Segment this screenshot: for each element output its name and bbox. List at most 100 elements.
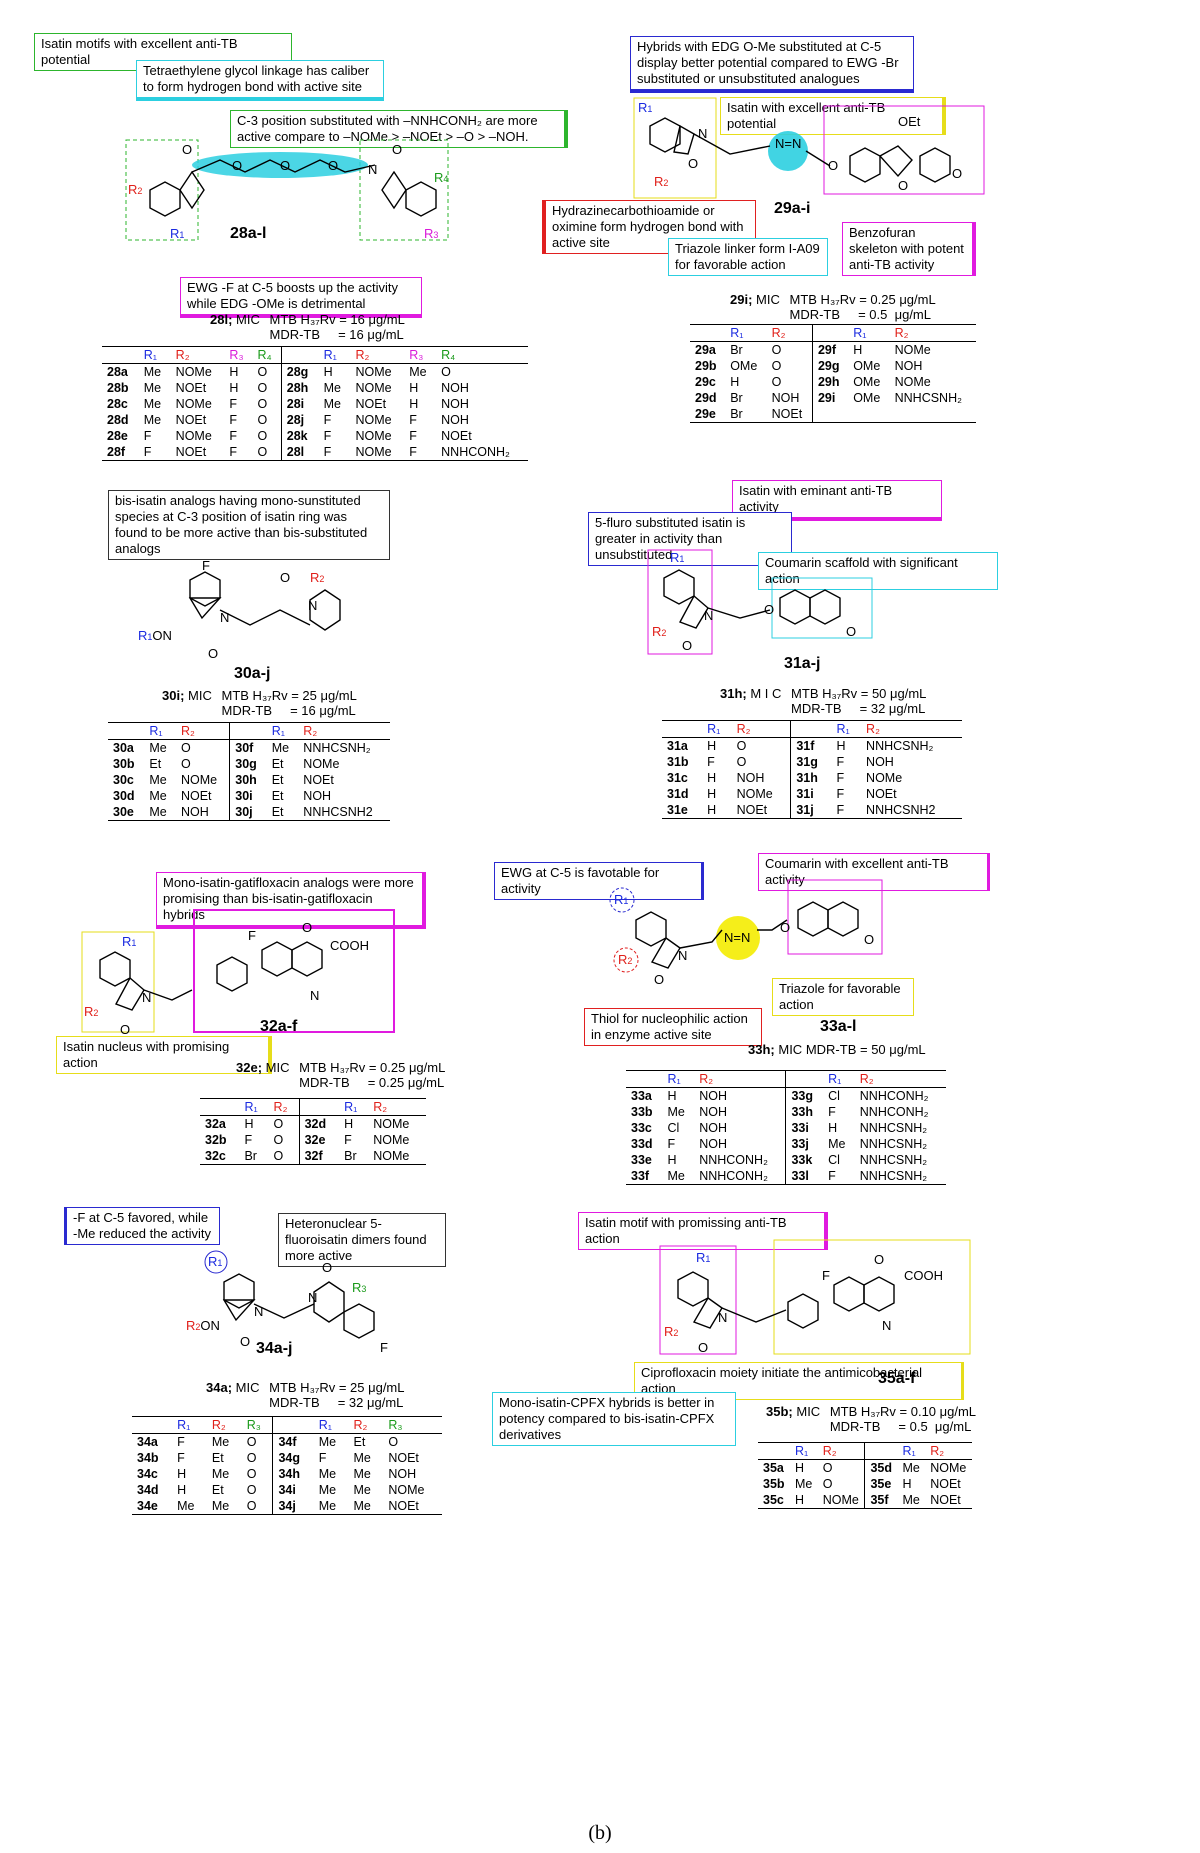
table-cell: Et	[271, 773, 284, 787]
table-cell: 28h	[280, 380, 319, 396]
table-cell: 35a	[763, 1461, 784, 1475]
compound-29-label: 29a-i	[774, 200, 811, 217]
table-cell: 31i	[790, 786, 832, 802]
svg-text:O: O	[208, 646, 218, 661]
table-cell: O	[241, 1498, 273, 1515]
svg-text:F: F	[248, 928, 256, 943]
table-cell: O	[246, 1467, 257, 1481]
svg-text:N: N	[254, 1304, 263, 1319]
table-cell: O	[771, 375, 782, 389]
note-29-edg: Hybrids with EDG O-Me substituted at C-5…	[630, 36, 914, 93]
mic-31-label: M I C	[750, 686, 782, 701]
table-header-cell: R₂	[861, 720, 962, 738]
table-cell: 30f	[229, 739, 267, 756]
table-cell: Me	[902, 1461, 920, 1475]
table-cell: NOMe	[817, 1492, 865, 1509]
table-cell: Me	[353, 1483, 371, 1497]
svg-text:OEt: OEt	[898, 114, 921, 129]
table-cell: 33b	[631, 1105, 653, 1119]
note-29-triazole: Triazole linker form I-A09 for favorable…	[668, 238, 828, 276]
note-28-ewg: EWG -F at C-5 boosts up the activity whi…	[180, 277, 422, 318]
table-cell: 28b	[107, 381, 129, 395]
table-cell: O	[180, 741, 191, 755]
table-cell: NOMe	[866, 771, 903, 785]
mic-30-compound: 30i;	[162, 688, 185, 703]
note-33-thiol: Thiol for nucleophilic action in enzyme …	[584, 1008, 762, 1046]
table-cell: 31h	[790, 770, 832, 786]
table-cell: NNHCSNH₂	[303, 741, 371, 755]
table-cell: NOH	[441, 381, 469, 395]
table-cell: F	[143, 429, 152, 443]
table-cell: H	[853, 343, 863, 357]
table-cell: F	[831, 802, 862, 819]
note-28-peg: Tetraethylene glycol linkage has caliber…	[136, 60, 384, 101]
table-cell: Et	[211, 1451, 224, 1465]
table-cell: Me	[667, 1105, 685, 1119]
table-cell: H	[344, 1117, 354, 1131]
table-cell: O	[180, 757, 191, 771]
table-cell: H	[229, 365, 239, 379]
table-cell: NOMe	[175, 429, 212, 443]
table-cell: Me	[143, 413, 162, 427]
svg-text:O: O	[682, 638, 692, 653]
table-cell: OMe	[853, 359, 881, 373]
table-cell: NOH	[699, 1137, 727, 1151]
table-cell: 28g	[280, 363, 319, 380]
table-cell: 34f	[272, 1433, 314, 1450]
structure-30: F R1ON NN R2 OO	[138, 558, 341, 661]
table-cell: O	[257, 413, 268, 427]
svg-text:R2: R2	[618, 952, 632, 967]
table-cell: Me	[313, 1498, 349, 1515]
table-cell: NOEt	[383, 1498, 442, 1515]
table-header-cell: R₁	[662, 1070, 695, 1088]
table-cell: F	[707, 755, 715, 769]
table-cell: 33l	[785, 1168, 824, 1185]
table-header-cell: R₁	[172, 1416, 207, 1434]
table-header-cell	[811, 324, 849, 342]
table-cell: O	[273, 1133, 284, 1147]
table-cell: NNHCSNH₂	[859, 1153, 928, 1167]
table-cell: O	[822, 1461, 833, 1475]
table-cell: NOMe	[180, 773, 218, 787]
table-cell: 31j	[790, 802, 832, 819]
table-cell: NOEt	[388, 1451, 419, 1465]
table-cell: OMe	[853, 375, 881, 389]
table-cell: NOEt	[355, 397, 387, 411]
table-cell: O	[771, 343, 782, 357]
table-cell: 32f	[298, 1148, 340, 1165]
table-cell: NOH	[441, 397, 469, 411]
svg-text:R1: R1	[170, 226, 184, 241]
svg-text:O: O	[764, 602, 774, 617]
svg-text:R2: R2	[310, 570, 324, 585]
table-cell: O	[771, 359, 782, 373]
svg-text:R3: R3	[352, 1280, 366, 1295]
compound-31-label: 31a-j	[784, 655, 821, 672]
table-cell: H	[323, 365, 333, 379]
table-cell: NOMe	[388, 1483, 425, 1497]
table-cell: Me	[143, 365, 162, 379]
table-cell: 30d	[113, 789, 135, 803]
mic-33-line1: MDR-TB = 50 μg/mL	[805, 1042, 926, 1057]
table-header-cell	[690, 324, 726, 342]
mic-33: 33h; MIC MDR-TB = 50 μg/mL	[748, 1042, 926, 1057]
table-header-cell: R₁	[702, 720, 732, 738]
table-cell: 34h	[272, 1466, 314, 1482]
svg-text:O: O	[280, 570, 290, 585]
table-cell: 29d	[695, 391, 717, 405]
